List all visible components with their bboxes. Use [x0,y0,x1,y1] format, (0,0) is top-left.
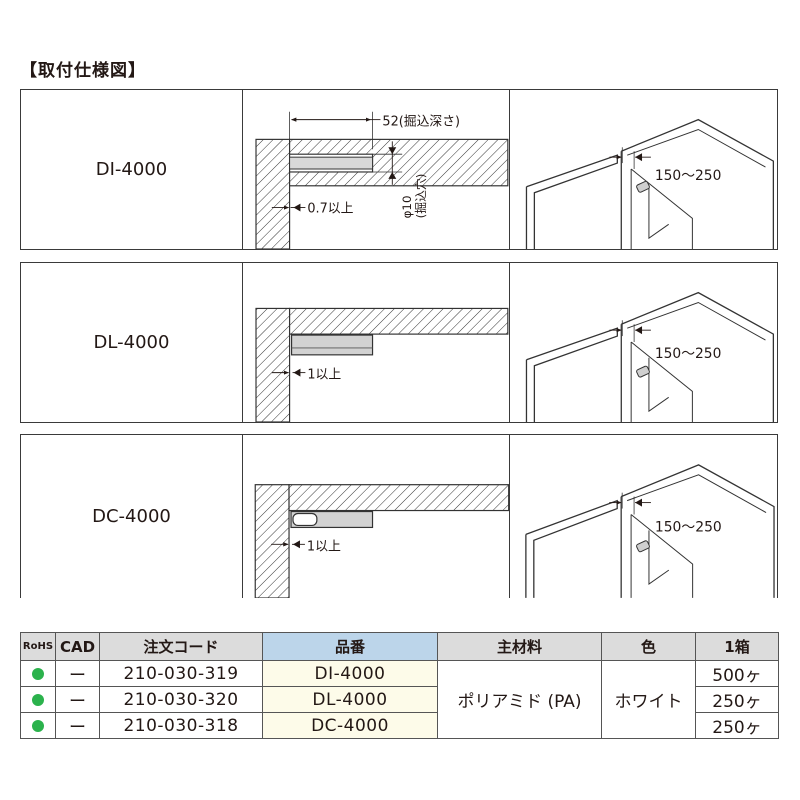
section-drawing-dc4000: 1以上 [243,435,510,598]
open-door [525,499,618,598]
box-cell: 250ヶ [695,712,779,739]
rohs-cell [20,686,56,713]
part-no-cell: DL-4000 [262,686,438,713]
product-spec-table: RoHS CAD 注文コード 品番 主材料 色 1箱 ー 210-030-319… [20,632,779,739]
drawing-row-dc4000: DC-4000 1以上 150〜2 [20,434,778,598]
box-cell: 500ヶ [695,660,779,687]
rohs-compliant-icon [32,693,44,706]
open-door [525,327,618,422]
catch-part [636,540,650,553]
cabinet-side-panel [254,484,290,598]
model-name: DC-4000 [21,435,243,598]
header-box: 1箱 [695,632,779,661]
model-name: DL-4000 [21,263,243,422]
table-header-row: RoHS CAD 注文コード 品番 主材料 色 1箱 [20,632,779,661]
part-no-cell: DI-4000 [262,660,438,687]
table-row: ー 210-030-318 DC-4000 250ヶ [20,712,779,739]
cad-cell: ー [55,686,100,713]
rohs-compliant-icon [32,719,44,732]
drawing-row-di4000: DI-4000 52(掘込深さ) φ10 (掘込穴) 0.7以上 [20,89,778,250]
rohs-cell [20,712,56,739]
bored-hole-note: (掘込穴) [414,174,428,219]
header-cad: CAD [55,632,100,661]
open-door [525,154,618,249]
catch-part [636,365,650,378]
clearance-label: 1以上 [307,539,341,554]
table-row: ー 210-030-320 DL-4000 250ヶ [20,686,779,713]
table-row: ー 210-030-319 DI-4000 ポリアミド (PA) ホワイト 50… [20,660,779,739]
catch-body [289,156,374,170]
cad-cell: ー [55,660,100,687]
material-cell: ポリアミド (PA) [437,660,602,739]
rohs-cell [20,660,56,687]
cabinet-illustration-dl4000: 150〜250 [510,263,777,422]
order-code-cell: 210-030-318 [99,712,263,739]
color-cell: ホワイト [601,660,696,739]
header-order-code: 注文コード [99,632,263,661]
catch-body [290,334,374,356]
iso-dimension-label: 150〜250 [655,168,722,184]
section-drawing-dl4000: 1以上 [243,263,510,422]
header-color: 色 [601,632,696,661]
header-part-no: 品番 [262,632,438,661]
catch-part [636,180,650,193]
cabinet-top-panel [288,307,509,335]
section-drawing-di4000: 52(掘込深さ) φ10 (掘込穴) 0.7以上 [243,90,510,249]
depth-dimension-label: 52(掘込深さ) [382,115,460,130]
iso-dimension-label: 150〜250 [655,519,722,535]
catch-roller [292,512,318,527]
order-code-cell: 210-030-319 [99,660,263,687]
header-rohs: RoHS [20,632,56,661]
cabinet-illustration-di4000: 150〜250 [510,90,777,249]
model-name: DI-4000 [21,90,243,249]
cabinet-side-panel [255,307,291,422]
cabinet-side-panel [255,138,291,249]
cabinet-illustration-dc4000: 150〜250 [510,435,777,598]
header-material: 主材料 [437,632,602,661]
box-cell: 250ヶ [695,686,779,713]
cad-cell: ー [55,712,100,739]
order-code-cell: 210-030-320 [99,686,263,713]
diameter-dimension-label: φ10 [400,195,414,218]
clearance-label: 1以上 [307,368,341,383]
rohs-compliant-icon [32,667,44,680]
part-no-cell: DC-4000 [262,712,438,739]
iso-dimension-label: 150〜250 [655,346,722,362]
clearance-label: 0.7以上 [307,201,353,216]
drawing-row-dl4000: DL-4000 1以上 150〜2 [20,262,778,423]
cabinet-top-panel [288,484,509,512]
page-title: 【取付仕様図】 [20,61,146,81]
